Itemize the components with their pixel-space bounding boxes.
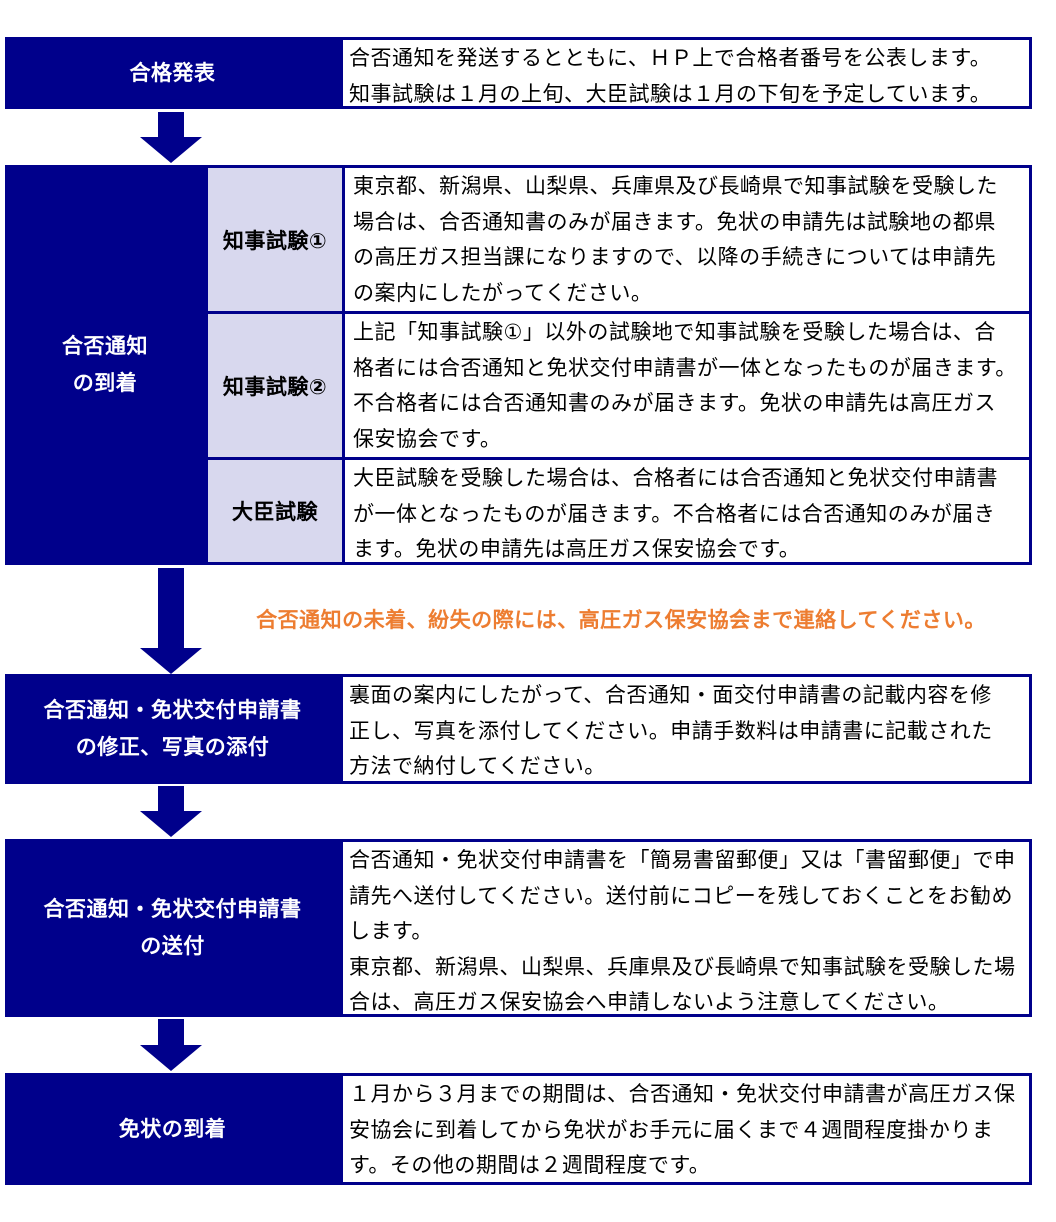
step1-body: 合否通知を発送するとともに、ＨＰ上で合格者番号を公表します。 知事試験は１月の上… [340, 37, 1032, 109]
arrow-head [140, 137, 202, 163]
step2-row3-body: 大臣試験を受験した場合は、合格者には合否通知と免状交付申請書 が一体となったもの… [345, 460, 1029, 562]
arrow-shaft [158, 1019, 184, 1045]
arrow-shaft [158, 786, 184, 811]
step3-header: 合否通知・免状交付申請書 の修正、写真の添付 [5, 674, 340, 784]
down-arrow-icon [140, 112, 202, 163]
down-arrow-icon [140, 1019, 202, 1071]
down-arrow-icon [140, 786, 202, 837]
arrow-head [140, 811, 202, 837]
arrow-shaft [158, 112, 184, 137]
step5-body: １月から３月までの期間は、合否通知・免状交付申請書が高圧ガス保 安協会に到着して… [340, 1073, 1032, 1185]
step1-header: 合格発表 [5, 37, 340, 109]
step2-row2-label: 知事試験② [208, 314, 342, 457]
step2-row2-body: 上記「知事試験①」以外の試験地で知事試験を受験した場合は、合 格者には合否通知と… [345, 314, 1029, 457]
step2-header: 合否通知 の到着 [5, 165, 205, 565]
arrow-shaft [158, 568, 184, 648]
notice-text: 合否通知の未着、紛失の際には、高圧ガス保安協会まで連絡してください。 [256, 609, 986, 632]
step2-table: 合否通知 の到着 知事試験① 東京都、新潟県、山梨県、兵庫県及び長崎県で知事試験… [5, 165, 1032, 565]
step2-row1-label: 知事試験① [208, 168, 342, 311]
step2-row1-body: 東京都、新潟県、山梨県、兵庫県及び長崎県で知事試験を受験した 場合は、合否通知書… [345, 168, 1029, 311]
down-arrow-icon [140, 568, 202, 674]
step4-header: 合否通知・免状交付申請書 の送付 [5, 839, 340, 1017]
step3-body: 裏面の案内にしたがって、合否通知・面交付申請書の記載内容を修 正し、写真を添付し… [340, 674, 1032, 784]
step5-header: 免状の到着 [5, 1073, 340, 1185]
arrow-head [140, 1045, 202, 1071]
step4-body: 合否通知・免状交付申請書を「簡易書留郵便」又は「書留郵便」で申 請先へ送付してく… [340, 839, 1032, 1017]
step2-row3-label: 大臣試験 [208, 460, 342, 562]
arrow-head [140, 648, 202, 674]
